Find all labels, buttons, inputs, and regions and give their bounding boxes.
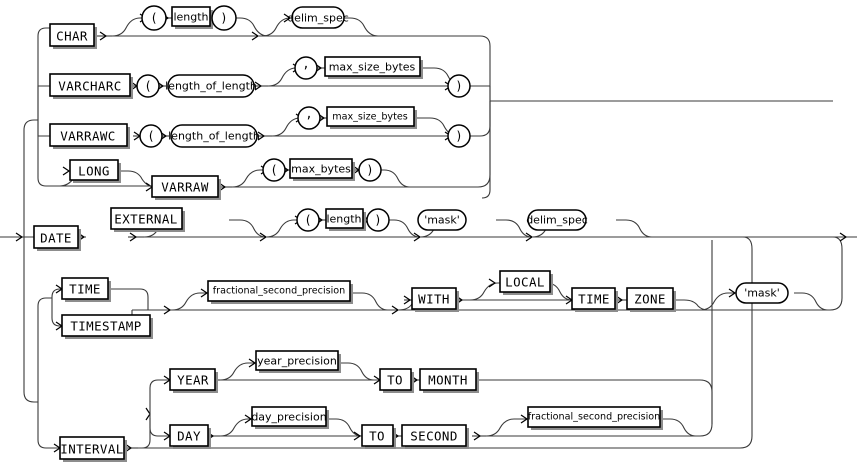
node-time-label: TIME — [69, 282, 101, 297]
node-lparen3-label: ( — [147, 129, 154, 143]
node-day-precision[interactable]: day_precision — [251, 406, 329, 429]
node-zone[interactable]: ZONE — [626, 287, 676, 312]
node-mask-2-label: 'mask' — [744, 287, 780, 300]
node-rparen3-label: ) — [455, 129, 462, 143]
node-varcharc[interactable]: VARCHARC — [49, 73, 133, 99]
node-date-label: DATE — [40, 231, 72, 246]
node-year[interactable]: YEAR — [169, 368, 218, 393]
node-to-1-label: TO — [387, 373, 403, 388]
node-to-2-label: TO — [369, 429, 385, 444]
node-rparen5-label: ) — [374, 213, 381, 227]
node-max-bytes[interactable]: max_bytes — [289, 158, 355, 181]
node-length-of-length-2[interactable]: length_of_length — [168, 124, 260, 148]
node-interval[interactable]: INTERVAL — [59, 436, 127, 462]
node-year-precision[interactable]: year_precision — [255, 350, 341, 373]
node-delim-spec-1-label: delim_spec — [287, 12, 349, 25]
node-date[interactable]: DATE — [33, 225, 81, 251]
node-varraw-label: VARRAW — [161, 180, 209, 195]
node-time[interactable]: TIME — [61, 277, 111, 302]
node-comma1[interactable]: , — [294, 56, 318, 80]
node-comma2[interactable]: , — [297, 106, 321, 130]
node-fractional-second-precision-1-label: fractional_second_precision — [213, 286, 346, 297]
node-second[interactable]: SECOND — [401, 424, 469, 449]
node-lparen5[interactable]: ( — [296, 208, 320, 232]
node-length2[interactable]: length — [325, 208, 366, 231]
node-day-label: DAY — [177, 429, 201, 444]
node-timestamp-label: TIMESTAMP — [70, 319, 141, 334]
node-lparen4-label: ( — [270, 163, 277, 177]
node-max-size-bytes-2[interactable]: max_size_bytes — [326, 106, 417, 129]
node-lparen1-label: ( — [150, 11, 157, 25]
node-fractional-second-precision-1[interactable]: fractional_second_precision — [207, 280, 353, 304]
node-fractional-second-precision-2-label: fractional_second_precision — [528, 412, 661, 423]
node-local-label: LOCAL — [505, 275, 545, 290]
node-max-size-bytes-1-label: max_size_bytes — [329, 61, 416, 74]
node-lparen4[interactable]: ( — [262, 158, 286, 182]
node-char[interactable]: CHAR — [49, 23, 97, 49]
node-length1-label: length — [173, 11, 208, 24]
node-length1[interactable]: length — [171, 6, 213, 29]
node-lparen1[interactable]: ( — [141, 5, 167, 31]
node-lparen2-label: ( — [144, 79, 151, 93]
node-with[interactable]: WITH — [411, 287, 459, 312]
node-external[interactable]: EXTERNAL — [110, 207, 185, 232]
node-mask-1[interactable]: 'mask' — [417, 209, 467, 231]
node-rparen3[interactable]: ) — [447, 124, 471, 148]
node-varrawc-label: VARRAWC — [60, 129, 115, 144]
node-delim-spec-1[interactable]: delim_spec — [287, 6, 349, 29]
node-varraw[interactable]: VARRAW — [151, 175, 221, 200]
node-rparen2[interactable]: ) — [447, 74, 471, 98]
node-max-size-bytes-1[interactable]: max_size_bytes — [324, 56, 423, 79]
node-mask-1-label: 'mask' — [424, 214, 460, 227]
node-local[interactable]: LOCAL — [499, 270, 553, 295]
node-timestamp[interactable]: TIMESTAMP — [61, 314, 153, 339]
node-external-label: EXTERNAL — [114, 212, 177, 227]
node-zone-label: ZONE — [634, 292, 666, 307]
node-time-2[interactable]: TIME — [571, 287, 618, 312]
node-max-size-bytes-2-label: max_size_bytes — [332, 112, 408, 123]
node-mask-2[interactable]: 'mask' — [735, 282, 789, 304]
node-length-of-length-2-label: length_of_length — [168, 130, 260, 143]
node-rparen2-label: ) — [455, 79, 462, 93]
node-second-label: SECOND — [410, 429, 458, 444]
node-month-label: MONTH — [428, 373, 468, 388]
node-length-of-length-1[interactable]: length_of_length — [165, 74, 257, 98]
node-time-2-label: TIME — [578, 292, 610, 307]
node-length2-label: length — [326, 213, 361, 226]
node-to-1[interactable]: TO — [379, 368, 414, 393]
node-year-label: YEAR — [177, 373, 209, 388]
node-delim-spec-2[interactable]: delim_spec — [526, 209, 588, 231]
node-comma2-label: , — [305, 107, 312, 121]
node-day-precision-label: day_precision — [251, 411, 326, 424]
node-char-label: CHAR — [56, 29, 88, 44]
node-varcharc-label: VARCHARC — [58, 79, 121, 94]
node-delim-spec-2-label: delim_spec — [526, 214, 588, 227]
node-with-label: WITH — [418, 292, 450, 307]
node-interval-label: INTERVAL — [60, 442, 123, 457]
node-year-precision-label: year_precision — [257, 355, 337, 368]
node-lparen5-label: ( — [304, 213, 311, 227]
node-fractional-second-precision-2[interactable]: fractional_second_precision — [527, 406, 663, 430]
node-long-label: LONG — [78, 164, 110, 179]
node-rparen4-label: ) — [366, 163, 373, 177]
node-comma1-label: , — [302, 57, 309, 71]
node-varrawc[interactable]: VARRAWC — [49, 123, 130, 149]
node-rparen4[interactable]: ) — [358, 158, 382, 182]
node-lparen3[interactable]: ( — [139, 124, 163, 148]
node-to-2[interactable]: TO — [361, 424, 396, 449]
node-month[interactable]: MONTH — [419, 368, 479, 393]
node-rparen5[interactable]: ) — [366, 208, 390, 232]
node-rparen1-label: ) — [220, 11, 227, 25]
node-rparen1[interactable]: ) — [211, 5, 237, 31]
node-length-of-length-1-label: length_of_length — [165, 80, 257, 93]
node-max-bytes-label: max_bytes — [291, 163, 351, 176]
node-long[interactable]: LONG — [69, 159, 121, 183]
node-lparen2[interactable]: ( — [136, 74, 160, 98]
node-day[interactable]: DAY — [169, 424, 211, 449]
